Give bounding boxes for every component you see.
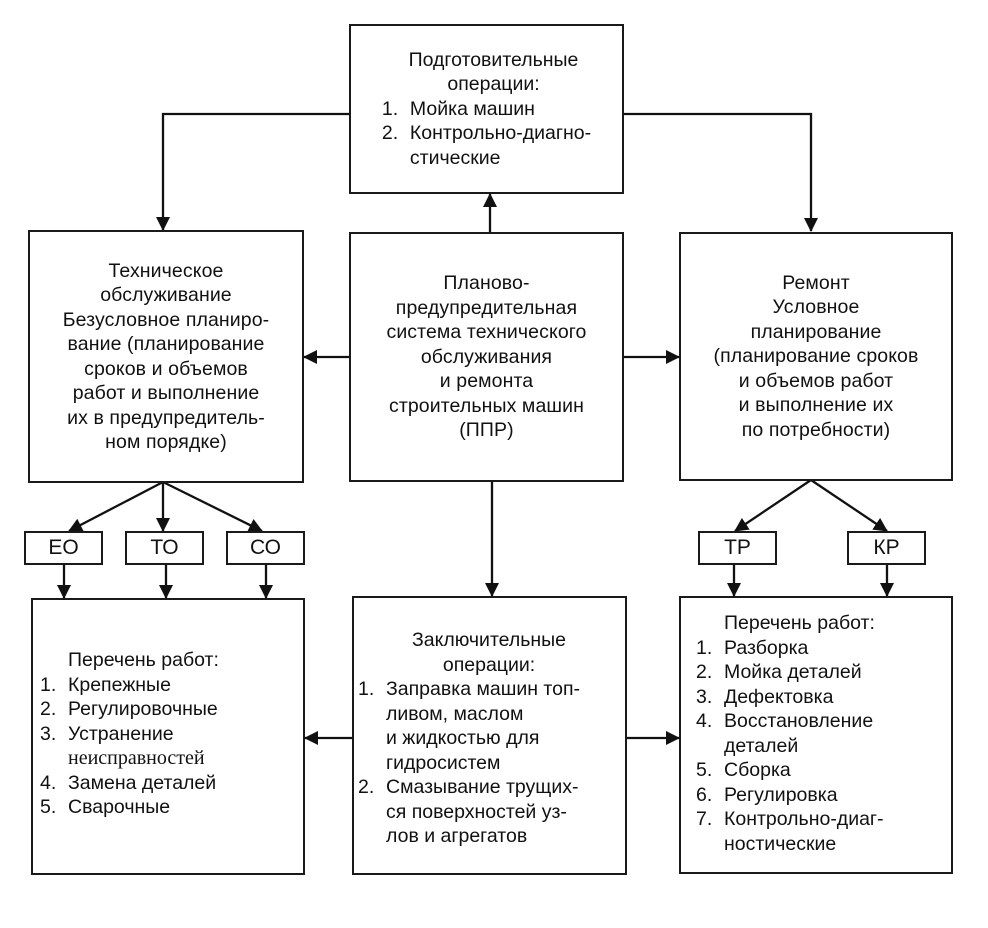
maintenance-work-list-title: Перечень работ: — [68, 649, 219, 671]
preparatory-title-line-1: Подготовительные — [408, 48, 579, 71]
ppr-system-text: Планово- предупредительная система техни… — [386, 272, 587, 442]
preparatory-title-line-2: операции: — [447, 73, 540, 96]
list-item-continuation: лов и агрегатов — [386, 825, 528, 847]
list-item: 6.Регулировка — [696, 783, 838, 806]
technical-maintenance-box: Техническое обслуживание Безусловное пла… — [28, 230, 304, 483]
arrow-to-tr — [734, 479, 812, 532]
list-item: 7.Контрольно-диаг- — [696, 808, 884, 830]
preparatory-operations-box: Подготовительные операции: 1.Мойка машин… — [349, 24, 624, 194]
list-item: 3.Устранение — [40, 722, 174, 745]
repair-work-list-box: Перечень работ: 1.Разборка 2.Мойка детал… — [679, 596, 953, 874]
list-item-continuation: гидросистем — [386, 751, 501, 774]
list-item-continuation: ся поверхностей уз- — [386, 800, 567, 823]
list-item: 1.Разборка — [696, 636, 809, 659]
technical-maintenance-text: Техническое обслуживание Безусловное пла… — [62, 259, 270, 454]
list-item: 1.Мойка машин — [381, 97, 535, 120]
arrow-to-co — [162, 480, 263, 533]
arrow-to-eo — [68, 480, 164, 533]
final-operations-box: Заключительные операции: 1.Заправка маши… — [352, 596, 627, 875]
repair-type-tr: ТР — [698, 531, 777, 565]
list-item: 5.Сборка — [696, 759, 791, 781]
arrow-to-kr — [810, 479, 888, 532]
list-item: 3.Дефектовка — [696, 685, 834, 708]
list-item: 1.Крепежные — [40, 673, 171, 696]
list-item: 5.Сварочные — [40, 796, 171, 818]
repair-work-list-title: Перечень работ: — [724, 612, 875, 634]
repair-type-kr: КР — [847, 531, 926, 565]
list-item: 2.Регулировочные — [40, 698, 218, 720]
list-item: 4.Замена деталей — [40, 771, 217, 794]
maintenance-type-co: СО — [226, 531, 305, 565]
list-item-continuation: ностические — [724, 832, 837, 855]
list-item-continuation: и жидкостью для — [386, 727, 540, 749]
maintenance-type-to: ТО — [125, 531, 204, 565]
list-item: 2.Контрольно-диагно- — [381, 122, 592, 145]
maintenance-type-eo: ЕО — [24, 531, 103, 565]
list-item-continuation: деталей — [724, 734, 799, 757]
maintenance-work-list-box: Перечень работ: 1.Крепежные 2.Регулирово… — [31, 598, 305, 875]
list-item-continuation: стические — [409, 146, 501, 169]
list-item-continuation: неисправностей — [68, 747, 205, 769]
arrow-top-to-right — [623, 112, 818, 232]
list-item-continuation: ливом, маслом — [386, 702, 524, 725]
list-item: 1.Заправка машин топ- — [358, 678, 581, 700]
final-operations-title-line-1: Заключительные — [411, 629, 567, 651]
list-item: 2.Мойка деталей — [696, 661, 862, 683]
repair-box: Ремонт Условное планирование (планирован… — [679, 232, 953, 481]
repair-text: Ремонт Условное планирование (планирован… — [713, 271, 919, 441]
ppr-system-box: Планово- предупредительная система техни… — [349, 232, 624, 482]
list-item: 4.Восстановление — [696, 710, 874, 732]
arrow-top-to-left — [156, 112, 350, 231]
final-operations-title-line-2: операции: — [442, 653, 536, 676]
list-item: 2.Смазывание трущих- — [358, 776, 579, 798]
